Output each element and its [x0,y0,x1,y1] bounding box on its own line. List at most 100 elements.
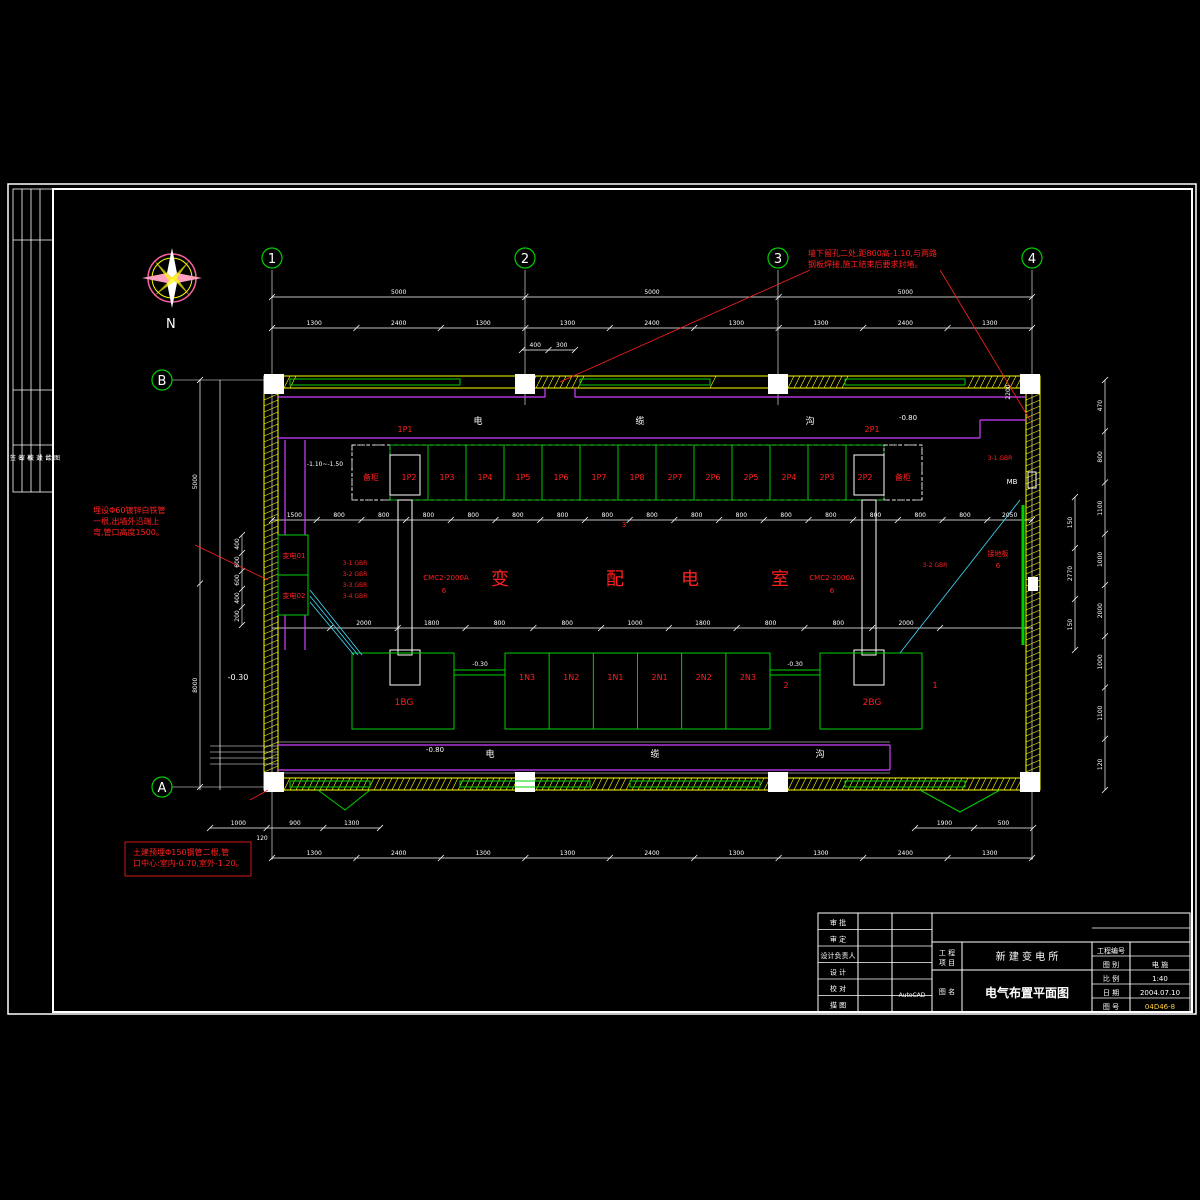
dimension-text: 800 [780,512,792,519]
level-mark: -0.30 [787,661,803,668]
compass-label: N [166,317,176,332]
trench-label: 沟 [805,415,814,427]
dimension-text: 1300 [560,850,575,857]
panel-label: 1P5 [515,473,530,482]
project-label: 工 程项 目 [939,948,955,967]
dimension-ticks [196,293,1109,862]
title-block-label: 日 期 [1103,989,1119,997]
panel-label: 2P3 [819,473,834,482]
dimension-text: 1300 [307,850,322,857]
dimension-text: 800 [765,620,777,627]
side-strip-label: 绘 图 [46,454,60,462]
dimension-text: 2000 [1097,603,1104,618]
trench-label: 电 [473,415,482,427]
axis-bubble [514,247,536,269]
switchgear-panel [548,652,594,730]
busbar-label: CMC2-2000A [423,574,469,582]
dimension-text: 800 [423,512,435,519]
dimension-text: 1300 [813,850,828,857]
dimension-text: 1300 [982,850,997,857]
dimension-text: 150 [1067,619,1074,631]
box-label: MB [1007,478,1018,486]
dimension-text: 5000 [391,289,406,296]
dimension-text: 2400 [898,320,913,327]
level-mark: -1.10~-1.50 [307,461,343,468]
cable-tag: 3-2 GBR [923,562,948,569]
dimension-text: 2400 [898,850,913,857]
panel-label: 2N1 [651,673,667,682]
dimension-text: 1000 [1097,552,1104,567]
axis-label: 4 [1028,252,1036,267]
dimension-lines [199,296,1106,859]
switchgear-panel [592,652,638,730]
dimension-text: 600 [234,574,241,586]
dimension-text: 2400 [391,320,406,327]
dimension-text: 300 [556,342,568,349]
axis-bubble [151,776,173,798]
side-strip-label: 设 计 [37,454,51,462]
panel-label: 2N3 [740,673,756,682]
note-top-right: 墙下留孔二处,距800高-1.10,与两路钢板焊接,施工结束后要求封堵。 [808,248,937,269]
panel-label: 2P4 [781,473,796,482]
title-block-value: 1:40 [1152,975,1168,983]
dimension-text: 400 [234,592,241,604]
legend-line: 3-2 GBR [343,571,368,578]
dimension-text: 800 [736,512,748,519]
level-mark: -0.80 [426,746,444,754]
switchgear-panel [637,652,683,730]
dimension-text: 2000 [898,620,913,627]
title-block-label: 设计负责人 [821,951,856,960]
dimension-text: 1300 [475,320,490,327]
trench-label: 缆 [650,748,659,760]
panel-label: 1N1 [607,673,623,682]
dimension-text: 5000 [898,289,913,296]
trench-label: 沟 [815,748,824,760]
compass-icon [142,248,202,308]
dimension-text: 400 [530,342,542,349]
room-label: 电 [681,569,699,590]
dimension-text: 2400 [644,850,659,857]
axis-label: 3 [774,252,782,267]
panel-label: 1P2 [401,473,416,482]
trench-hatch-lines [210,535,890,774]
side-strip-label: 审 核 [19,454,33,462]
side-strip-label: 校 对 [28,454,42,462]
axis-bubble [1021,247,1043,269]
title-block-label: 工程编号 [1097,946,1125,955]
switchgear-panel [883,444,923,501]
dimension-text: 1300 [307,320,322,327]
dimension-text: 200 [234,610,241,622]
columns [264,374,1040,792]
transformer-label: 1BG [395,698,414,708]
dimension-text: 1300 [813,320,828,327]
title-block-label: 图 号 [1103,1003,1119,1011]
dimension-text: 800 [825,512,837,519]
dimension-text: 400 [234,538,241,550]
dimension-text: 1800 [424,620,439,627]
busbar-label: CMC2-2000A [809,574,855,582]
dimension-text: 800 [915,512,927,519]
room-label: 配 [606,569,624,590]
axis-bubble [151,369,173,391]
switchgear-panel [681,652,727,730]
panel-label: 1N2 [563,673,579,682]
title-block-label: 比 例 [1103,974,1119,983]
dimension-text: 1300 [475,850,490,857]
dimension-text: 800 [378,512,390,519]
dimension-text: 800 [959,512,971,519]
meter-box-label: 变电01 [283,551,306,560]
dimension-text: 1300 [729,320,744,327]
panel-tag: 2P1 [864,425,879,434]
room-label: 变 [491,569,509,590]
note-box [124,841,252,877]
level-mark: -0.80 [899,414,917,422]
dimension-text: 120 [256,835,268,842]
drawing-label: 图 名 [939,987,955,996]
trench-label: 缆 [635,415,644,427]
dimension-text: 2050 [1002,512,1017,519]
drawing-name: 电气布置平面图 [985,985,1069,1000]
dimension-text: 2400 [391,850,406,857]
left-strip [12,188,54,493]
